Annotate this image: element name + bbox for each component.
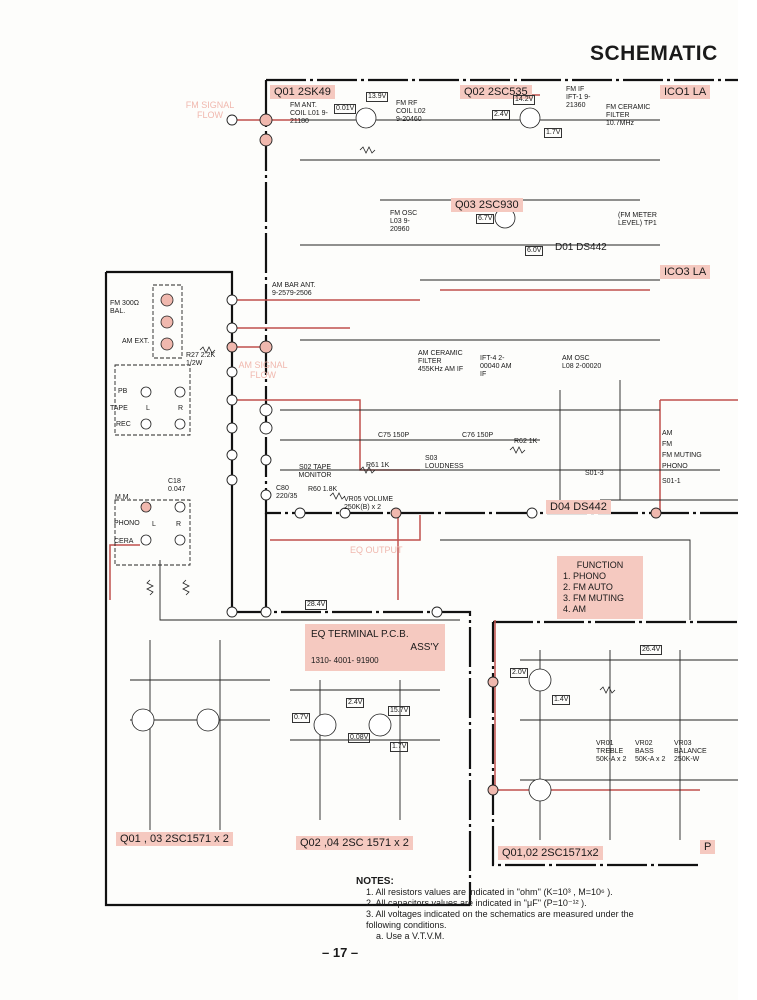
am-ceramic-filter-label: AM CERAMIC FILTER 455KHz AM IF [418, 350, 464, 373]
voltage-label: 15.7V [388, 706, 411, 716]
part-label-d04: D04 DS442 [546, 500, 611, 514]
tape-jack-frame [114, 364, 191, 436]
tape-pb-label: PB [118, 388, 128, 395]
part-label-q01-2sk49: Q01 2SK49 [270, 85, 335, 99]
voltage-label: 0.7V [292, 713, 311, 723]
r62-label: R62 1K [514, 438, 538, 445]
fm-signal-flow-label: FM SIGNAL FLOW [185, 100, 235, 120]
eq-terminal-title: EQ TERMINAL P.C.B. [311, 629, 409, 640]
part-label-q03-2sc930: Q03 2SC930 [451, 198, 523, 212]
part-label-p: P [700, 840, 716, 854]
loudness-label: S03 LOUDNESS [425, 455, 464, 470]
tone-pcb-border [491, 620, 757, 867]
notes-title: NOTES: [356, 876, 394, 887]
c75-label: C75 150P [378, 432, 410, 439]
voltage-label: 26.4V [640, 645, 663, 655]
input-pcb-border [104, 270, 470, 907]
fm-meter-label: (FM METER LEVEL) TP1 [618, 212, 657, 227]
selector-phono: PHONO [662, 463, 688, 470]
phono-label: PHONO [114, 520, 140, 527]
part-label-ic03: ICO3 LA [660, 265, 711, 279]
function-item: 3. FM MUTING [563, 593, 624, 603]
phono-cera-label: CERA [114, 538, 134, 545]
voltage-label: 1.7V [390, 742, 409, 752]
fm-if-label: FM IF IFT-1 9-21360 [566, 86, 591, 109]
page-edge [738, 0, 757, 1000]
phono-l-label: L [152, 521, 156, 528]
eq-pcb-border [230, 610, 472, 905]
notes: NOTES: 1. All resistors values are indic… [356, 876, 656, 942]
eq-terminal-assy: ASS'Y [410, 642, 439, 653]
am-osc-label: AM OSC L08 2-00020 [562, 355, 602, 370]
function-item: 2. FM AUTO [563, 582, 613, 592]
resistor-symbols [146, 146, 616, 694]
eq-output-label: EQ OUTPUT [350, 545, 403, 555]
voltage-label: 13.9V [366, 92, 389, 102]
phono-mm-label: M.M. [115, 494, 131, 501]
note-item: 1. All resistors values are indicated in… [366, 887, 613, 897]
voltage-label: 6.7V [476, 214, 495, 224]
voltage-label: 0.01V [334, 104, 357, 114]
c18-label: C18 0.047 [168, 478, 186, 493]
selector-fm-muting: FM MUTING [662, 452, 702, 459]
page-number: – 17 – [322, 945, 359, 960]
fm-osc-label: FM OSC L03 9-20960 [390, 210, 418, 233]
voltage-label: 6.0V [525, 246, 544, 256]
part-label-eq-q02-04: Q02 ,04 2SC 1571 x 2 [296, 836, 413, 850]
s01-1-label: S01-1 [662, 478, 681, 485]
tape-l-label: L [146, 405, 150, 412]
eq-terminal-box: EQ TERMINAL P.C.B. ASS'Y 1310- 4001- 919… [305, 624, 445, 671]
note-item: 3. All voltages indicated on the schemat… [366, 909, 634, 930]
tape-rec-label: REC [116, 421, 131, 428]
am-bar-ant-label: AM BAR ANT. 9-2579-2506 [272, 282, 316, 297]
part-label-tone-q01-02: Q01,02 2SC1571x2 [498, 846, 603, 860]
function-item: 1. PHONO [563, 571, 607, 581]
voltage-label: 2.4V [346, 698, 365, 708]
am-antenna-label: AM EXT. [122, 338, 150, 345]
function-item: 4. AM [563, 604, 587, 614]
function-title: FUNCTION [576, 560, 624, 570]
voltage-label: 1.4V [552, 695, 571, 705]
antenna-frame [152, 284, 183, 359]
selector-fm: FM [662, 441, 673, 448]
selector-am: AM [662, 430, 673, 437]
fm-rf-coil-label: FM RF COIL L02 9-20460 [396, 100, 426, 123]
r60-label: R60 1.8K [308, 486, 338, 493]
s02-label: S02 TAPE MONITOR [298, 464, 332, 479]
r27-label: R27 2.2K 1/2W [186, 352, 216, 367]
voltage-label: 2.4V [492, 110, 511, 120]
s01-3-label: S01-3 [585, 470, 604, 477]
vr05-label: VR05 VOLUME 250K(B) x 2 [344, 496, 394, 511]
tape-r-label: R [178, 405, 184, 412]
function-legend: FUNCTION 1. PHONO 2. FM AUTO 3. FM MUTIN… [557, 556, 643, 619]
note-item: a. Use a V.T.V.M. [376, 931, 445, 941]
r61-label: R61 1K [366, 462, 390, 469]
phono-r-label: R [176, 521, 182, 528]
voltage-label: 28.4V [305, 600, 328, 610]
vr03-balance-label: VR03 BALANCE 250K-W [674, 740, 707, 763]
ift4-label: IFT-4 2-00040 AM IF [480, 355, 512, 378]
fm-ant-coil-label: FM ANT. COIL L01 9-21180 [290, 102, 328, 125]
part-label-ic01: ICO1 LA [660, 85, 711, 99]
part-label-eq-q01-03: Q01 , 03 2SC1571 x 2 [116, 832, 233, 846]
page-title: SCHEMATIC [590, 42, 718, 65]
voltage-label: 0.08V [348, 733, 371, 743]
am-signal-flow-label: AM SIGNAL FLOW [238, 360, 288, 380]
vr02-bass-label: VR02 BASS 50K-A x 2 [635, 740, 666, 763]
part-label-d01: D01 DS442 [555, 242, 607, 253]
voltage-label: 2.0V [510, 668, 529, 678]
fm-antenna-label: FM 300Ω BAL. [110, 300, 139, 315]
phono-jack-frame [114, 499, 191, 566]
tape-label: TAPE [110, 405, 128, 412]
voltage-label: 14.2V [513, 95, 536, 105]
note-item: 2. All capacitors values are indicated i… [366, 898, 587, 908]
fm-ceramic-filter-label: FM CERAMIC FILTER 10.7MHz [606, 104, 651, 127]
vr01-treble-label: VR01 TREBLE 50K-A x 2 [596, 740, 627, 763]
c76-label: C76 150P [462, 432, 494, 439]
voltage-label: 1.7V [544, 128, 563, 138]
eq-terminal-part-number: 1310- 4001- 91900 [311, 656, 379, 665]
c80-label: C80 220/35 [276, 485, 298, 500]
